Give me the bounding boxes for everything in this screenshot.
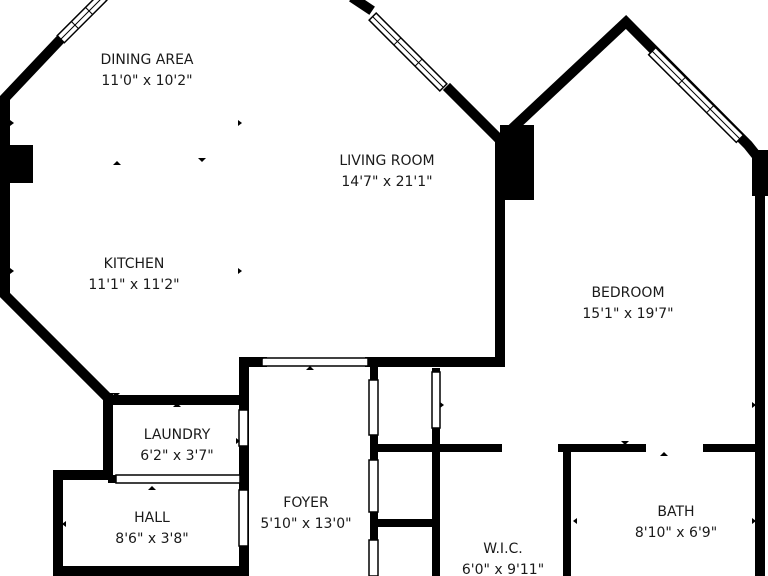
bedroom-pillar bbox=[752, 150, 768, 196]
living-pillar bbox=[500, 125, 534, 200]
room-dimensions: 14'7" x 21'1" bbox=[341, 174, 432, 190]
wall-west-diagonal-top bbox=[0, 34, 116, 406]
marker-arrow bbox=[238, 120, 242, 126]
marker-arrow bbox=[10, 120, 14, 126]
marker-arrow bbox=[440, 402, 444, 408]
room-kitchen: KITCHEN 11'1" x 11'2" bbox=[88, 256, 179, 293]
wall-living-east-diagonal bbox=[365, 82, 505, 367]
wall-bedroom-peak bbox=[492, 15, 765, 576]
room-dining-area: DINING AREA 11'0" x 10'2" bbox=[100, 52, 193, 89]
room-dimensions: 11'1" x 11'2" bbox=[88, 277, 179, 293]
marker-arrow bbox=[573, 518, 577, 524]
window-dining bbox=[56, 0, 108, 44]
room-foyer: FOYER 5'10" x 13'0" bbox=[260, 495, 351, 532]
foyer-opening-jamb-1 bbox=[368, 379, 379, 436]
wic-opening-jamb bbox=[431, 371, 441, 429]
room-hall: HALL 8'6" x 3'8" bbox=[115, 510, 188, 547]
marker-arrow bbox=[10, 268, 14, 274]
dimension-markers bbox=[10, 120, 756, 527]
room-dimensions: 15'1" x 19'7" bbox=[582, 306, 673, 322]
room-name: HALL bbox=[134, 510, 170, 526]
room-name: LIVING ROOM bbox=[339, 153, 434, 169]
marker-arrow bbox=[236, 438, 240, 444]
marker-arrow bbox=[148, 486, 156, 490]
room-labels: DINING AREA 11'0" x 10'2" LIVING ROOM 14… bbox=[88, 52, 717, 576]
room-dimensions: 6'0" x 9'11" bbox=[462, 562, 544, 576]
room-name: KITCHEN bbox=[104, 256, 165, 272]
hall-divider-jamb bbox=[115, 474, 241, 484]
room-dimensions: 8'6" x 3'8" bbox=[115, 531, 188, 547]
marker-arrow bbox=[660, 452, 668, 456]
hall-opening-jamb bbox=[238, 489, 249, 547]
windows bbox=[56, 0, 745, 367]
room-dimensions: 8'10" x 6'9" bbox=[635, 525, 717, 541]
marker-arrow bbox=[621, 441, 629, 445]
marker-arrow bbox=[112, 393, 120, 397]
room-bedroom: BEDROOM 15'1" x 19'7" bbox=[582, 285, 673, 322]
window-bedroom bbox=[647, 46, 745, 144]
room-dimensions: 5'10" x 13'0" bbox=[260, 516, 351, 532]
room-name: LAUNDRY bbox=[144, 427, 211, 443]
marker-arrow bbox=[306, 366, 314, 370]
room-name: BEDROOM bbox=[591, 285, 664, 301]
marker-arrow bbox=[113, 161, 121, 165]
room-bath: BATH 8'10" x 6'9" bbox=[635, 504, 717, 541]
laundry-opening-jamb bbox=[238, 409, 249, 447]
room-name: BATH bbox=[657, 504, 694, 520]
room-dimensions: 6'2" x 3'7" bbox=[140, 448, 213, 464]
room-laundry: LAUNDRY 6'2" x 3'7" bbox=[140, 427, 213, 464]
wall-living-east bbox=[349, 0, 375, 15]
foyer-opening-jamb-3 bbox=[368, 539, 379, 576]
openings bbox=[115, 371, 441, 576]
marker-arrow bbox=[752, 402, 756, 408]
window-living bbox=[368, 12, 448, 92]
marker-arrow bbox=[198, 158, 206, 162]
room-dimensions: 11'0" x 10'2" bbox=[101, 73, 192, 89]
room-name: W.I.C. bbox=[483, 541, 523, 557]
marker-arrow bbox=[256, 358, 264, 362]
room-name: DINING AREA bbox=[100, 52, 193, 68]
room-wic: W.I.C. 6'0" x 9'11" bbox=[462, 541, 544, 576]
dining-pillar bbox=[4, 145, 33, 183]
marker-arrow bbox=[752, 518, 756, 524]
pillars bbox=[4, 125, 768, 200]
foyer-opening-jamb-2 bbox=[368, 459, 379, 513]
wall-laundry bbox=[53, 393, 113, 576]
room-name: FOYER bbox=[283, 495, 329, 511]
marker-arrow bbox=[238, 268, 242, 274]
foyer-top-opening bbox=[261, 357, 369, 367]
room-living-room: LIVING ROOM 14'7" x 21'1" bbox=[339, 153, 434, 190]
marker-arrow bbox=[173, 403, 181, 407]
marker-arrow bbox=[62, 521, 66, 527]
